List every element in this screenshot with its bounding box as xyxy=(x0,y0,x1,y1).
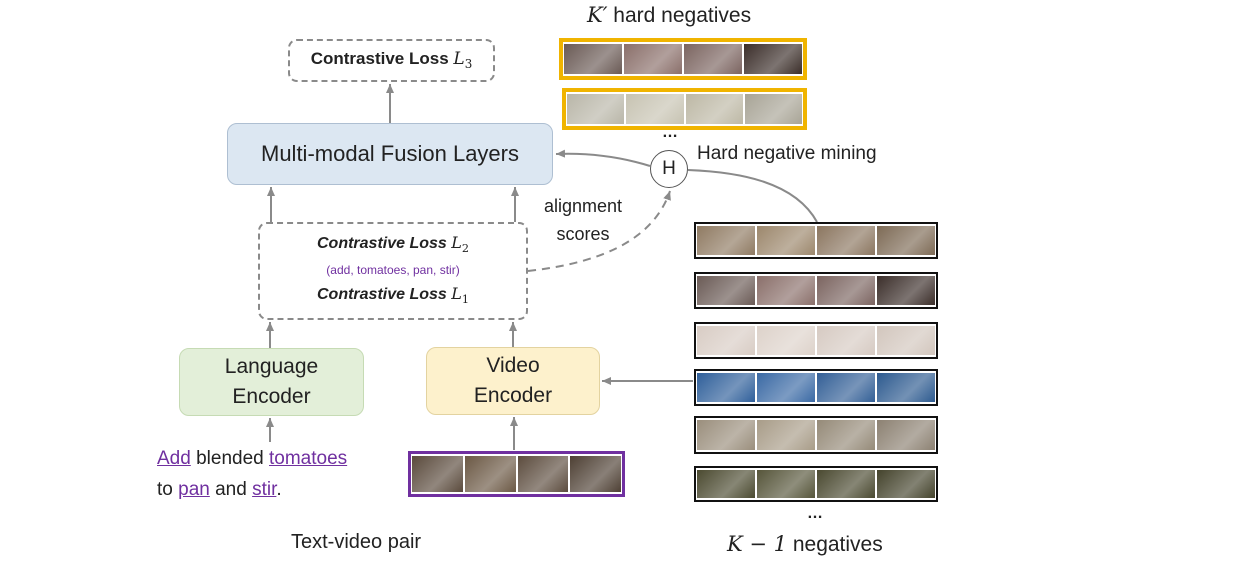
video-frame-1 xyxy=(697,420,755,450)
video-frame-4 xyxy=(877,276,935,305)
hard-negatives-label: K′ hard negatives xyxy=(587,3,751,28)
video-frame-3 xyxy=(817,420,875,450)
loss2-label: Contrastive Loss xyxy=(316,234,447,252)
query-text-line2: to pan and stir. xyxy=(157,479,282,501)
keyword-stir: stir xyxy=(252,479,277,500)
negatives-text: negatives xyxy=(787,533,883,556)
fusion-layers-box: Multi-modal Fusion Layers xyxy=(227,123,553,185)
positive-video-strip xyxy=(408,451,625,497)
video-frame-2 xyxy=(757,420,815,450)
video-frame-1 xyxy=(564,44,622,74)
loss2-subscript: 2 xyxy=(461,241,469,255)
negatives-symbol: K − 1 xyxy=(727,532,787,556)
negative-strip-4 xyxy=(694,369,938,406)
keyword-tomatoes: tomatoes xyxy=(269,448,348,469)
negative-strip-2 xyxy=(694,272,938,309)
video-frame-2 xyxy=(624,44,682,74)
negative-strip-6 xyxy=(694,466,938,502)
video-frame-3 xyxy=(685,94,743,124)
fusion-label: Multi-modal Fusion Layers xyxy=(261,141,519,166)
video-frame-4 xyxy=(877,420,935,450)
video-frame-1 xyxy=(697,326,755,355)
hard-negative-mining-node: H xyxy=(650,150,688,188)
text-period: . xyxy=(276,479,282,500)
loss1-symbol: L xyxy=(451,283,462,303)
video-frame-1 xyxy=(697,276,755,305)
video-frame-1 xyxy=(697,226,755,255)
hard-negatives-symbol: K′ xyxy=(587,3,608,27)
video-encoder-line2: Encoder xyxy=(473,384,553,407)
video-frame-3 xyxy=(817,226,875,255)
alignment-line2: scores xyxy=(556,224,610,244)
video-frame-1 xyxy=(412,456,463,492)
video-frame-3 xyxy=(817,470,875,498)
video-frame-4 xyxy=(744,94,802,124)
video-frame-2 xyxy=(626,94,684,124)
video-frame-3 xyxy=(817,276,875,305)
video-frame-1 xyxy=(697,373,755,402)
language-encoder-line1: Language xyxy=(224,355,319,378)
video-encoder-line1: Video xyxy=(486,354,540,377)
loss2-keywords: (add, tomatoes, pan, stir) xyxy=(326,262,460,277)
alignment-scores-label: alignment scores xyxy=(544,192,622,248)
video-frame-2 xyxy=(757,470,815,498)
text-video-pair-label: Text-video pair xyxy=(291,531,422,553)
video-frame-1 xyxy=(697,470,755,498)
negatives-label: K − 1 negatives xyxy=(727,532,883,557)
hard-negative-strip-1 xyxy=(559,38,807,80)
negative-strip-1 xyxy=(694,222,938,259)
query-text-line1: Add blended tomatoes xyxy=(157,448,347,470)
loss3-label: Contrastive Loss xyxy=(310,49,449,69)
loss1-subscript: 1 xyxy=(461,292,469,306)
video-frame-4 xyxy=(877,470,935,498)
negative-strip-5 xyxy=(694,416,938,454)
negative-strip-3 xyxy=(694,322,938,359)
video-frame-3 xyxy=(684,44,742,74)
hard-negative-mining-label: Hard negative mining xyxy=(697,143,877,164)
mining-node-label: H xyxy=(662,158,676,179)
video-frame-1 xyxy=(567,94,625,124)
video-frame-2 xyxy=(757,276,815,305)
video-frame-4 xyxy=(570,456,621,492)
hard-negative-strip-2 xyxy=(562,88,807,130)
language-encoder-line2: Encoder xyxy=(232,385,311,408)
video-frame-3 xyxy=(817,373,875,402)
arrow-mining-to-fusion xyxy=(555,149,651,167)
video-frame-3 xyxy=(817,326,875,355)
video-frame-4 xyxy=(877,373,935,402)
video-frame-4 xyxy=(877,226,935,255)
hard-negatives-text: hard negatives xyxy=(607,4,752,27)
video-encoder-box: Video Encoder xyxy=(426,347,600,415)
loss1-label: Contrastive Loss xyxy=(316,285,447,303)
loss3-subscript: 3 xyxy=(464,57,473,72)
video-frame-2 xyxy=(757,373,815,402)
video-frame-4 xyxy=(744,44,802,74)
keyword-pan: pan xyxy=(178,479,210,500)
contrastive-loss-1-2-box: Contrastive Loss L2 (add, tomatoes, pan,… xyxy=(258,222,528,320)
text-to: to xyxy=(157,479,179,500)
text-blended: blended xyxy=(190,448,269,469)
keyword-add: Add xyxy=(157,448,191,469)
arrow-alignment-to-mining xyxy=(527,190,671,272)
contrastive-loss-3-box: Contrastive Loss L3 xyxy=(288,39,495,82)
language-encoder-box: Language Encoder xyxy=(179,348,364,416)
curve-negatives-to-mining xyxy=(687,169,818,223)
loss2-symbol: L xyxy=(451,232,462,252)
video-frame-2 xyxy=(757,326,815,355)
negatives-ellipsis: … xyxy=(807,505,823,522)
video-frame-2 xyxy=(464,456,516,492)
text-and: and xyxy=(209,479,253,500)
alignment-line1: alignment xyxy=(544,196,623,216)
loss3-symbol: L xyxy=(453,49,465,70)
video-frame-3 xyxy=(517,456,569,492)
video-frame-4 xyxy=(877,326,935,355)
video-frame-2 xyxy=(757,226,815,255)
